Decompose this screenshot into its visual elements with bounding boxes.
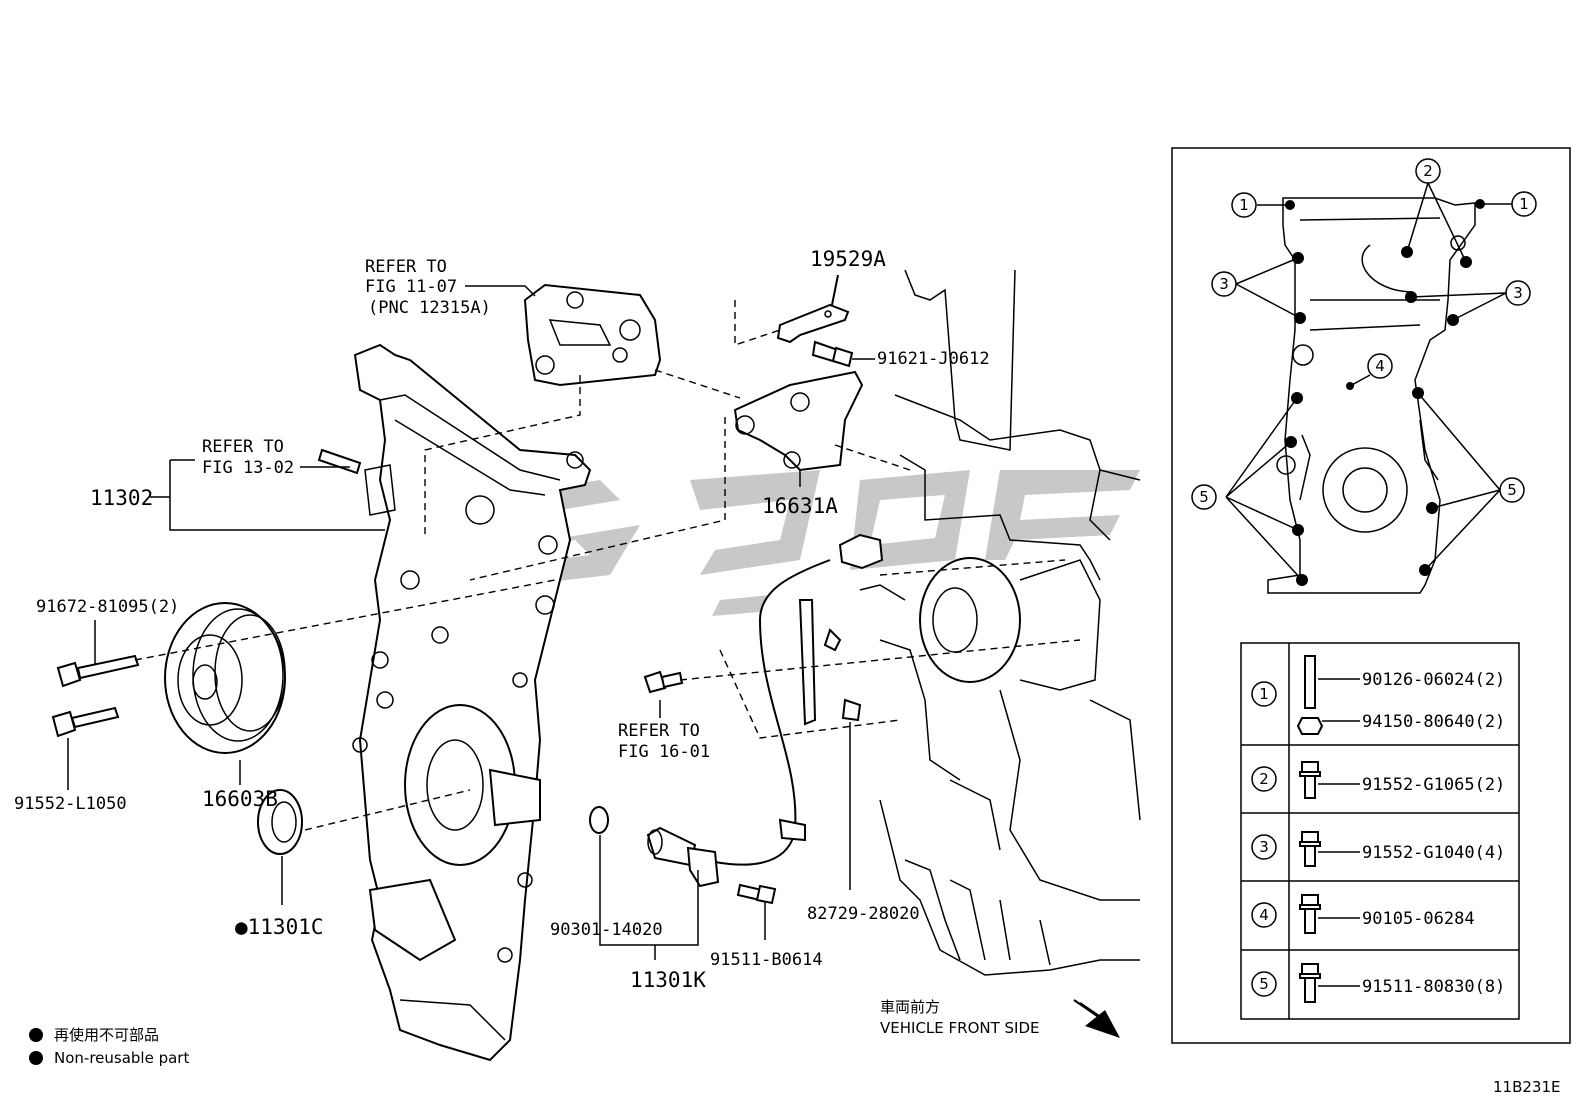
- front-side-jp: 車両前方: [880, 998, 940, 1016]
- front-side-en: VEHICLE FRONT SIDE: [880, 1019, 1040, 1037]
- label-11301K: 11301K: [630, 968, 706, 992]
- inset-callout-2: 2: [1415, 158, 1441, 184]
- svg-text:1: 1: [1259, 685, 1269, 703]
- bolt-table-row-2: 2 91552-G1065(2): [1251, 761, 1505, 799]
- non-reusable-bullet-icon: [29, 1028, 43, 1042]
- label-16603B: 16603B: [202, 787, 278, 811]
- stud-bolt-drawing: [317, 448, 362, 475]
- crank-sensor-drawing: [646, 533, 884, 888]
- inset-callout-3-left: 3: [1211, 271, 1237, 297]
- svg-text:2: 2: [1423, 162, 1433, 180]
- non-reusable-bullet-icon: [29, 1051, 43, 1065]
- label-16631A: 16631A: [762, 494, 838, 518]
- o-ring-drawing: [589, 806, 609, 834]
- stud-bolt-icon: [1304, 655, 1316, 709]
- label-11301C: ●11301C: [235, 915, 324, 939]
- flange-bolt-icon: [1299, 963, 1321, 1003]
- svg-text:2: 2: [1259, 770, 1269, 788]
- bolt-fig-16-01-drawing: [643, 670, 684, 694]
- label-11302: 11302: [90, 486, 153, 510]
- svg-text:3: 3: [1219, 275, 1229, 293]
- label-82729-28020: 82729-28020: [807, 904, 920, 924]
- refer-fig-11-07-line3: (PNC 12315A): [368, 298, 491, 318]
- svg-text:1: 1: [1519, 195, 1529, 213]
- legend-en: Non-reusable part: [54, 1049, 189, 1067]
- inset-callout-1-right: 1: [1511, 191, 1537, 217]
- label-91511-B0614: 91511-B0614: [710, 950, 823, 970]
- svg-text:4: 4: [1259, 906, 1269, 924]
- bolt-table-row-5: 5 91511-80830(8): [1251, 963, 1505, 1003]
- svg-text:3: 3: [1513, 284, 1523, 302]
- svg-text:1: 1: [1239, 196, 1249, 214]
- svg-text:5: 5: [1199, 488, 1209, 506]
- label-90301-14020: 90301-14020: [550, 920, 663, 940]
- nut-icon: [1296, 717, 1324, 735]
- inset-bolt-points: [1285, 199, 1485, 586]
- svg-text:91552-G1040(4): 91552-G1040(4): [1362, 843, 1505, 863]
- bolt-91552-L1050-drawing: [51, 706, 120, 738]
- legend: 再使用不可部品 Non-reusable part 11B231E: [29, 1026, 1561, 1096]
- bracket-19529A-drawing: [776, 274, 850, 344]
- inset-callout-1-left: 1: [1231, 192, 1257, 218]
- label-91552-L1050: 91552-L1050: [14, 794, 127, 814]
- inset-panel: 1 1 2 3 3 4 5 5: [1171, 147, 1571, 1044]
- svg-text:90126-06024(2): 90126-06024(2): [1362, 670, 1505, 690]
- bolt-table-row-1: 1 90126-06024(2) 94150-80640(2): [1251, 655, 1505, 735]
- svg-text:90105-06284: 90105-06284: [1362, 909, 1475, 929]
- bolt-91621-J0612-drawing: [811, 340, 875, 368]
- refer-fig-16-01-line1: REFER TO: [618, 721, 700, 741]
- figure-code: 11B231E: [1493, 1078, 1561, 1096]
- label-91621-J0612: 91621-J0612: [877, 349, 990, 369]
- refer-fig-13-02-line2: FIG 13-02: [202, 458, 294, 478]
- bolt-table-row-4: 4 90105-06284: [1251, 894, 1475, 934]
- legend-jp: 再使用不可部品: [54, 1026, 159, 1044]
- crank-pulley-drawing: [164, 602, 286, 754]
- assembly-guide-lines: [134, 300, 1081, 831]
- label-91672-81095: 91672-81095(2): [36, 597, 179, 617]
- inset-callout-5-left: 5: [1191, 484, 1217, 510]
- svg-text:4: 4: [1375, 357, 1385, 375]
- timing-chain-cover-drawing: [352, 343, 592, 1062]
- refer-fig-11-07-line2: FIG 11-07: [365, 277, 457, 297]
- bolt-table-row-3: 3 91552-G1040(4): [1251, 831, 1505, 867]
- part-labels: REFER TO FIG 11-07 (PNC 12315A) 19529A 9…: [14, 247, 1040, 1037]
- inset-callout-4: 4: [1367, 353, 1393, 379]
- refer-fig-13-02-line1: REFER TO: [202, 437, 284, 457]
- svg-text:5: 5: [1507, 481, 1517, 499]
- svg-text:3: 3: [1259, 838, 1269, 856]
- svg-text:94150-80640(2): 94150-80640(2): [1362, 712, 1505, 732]
- bolt-91672-81095-drawing: [56, 654, 140, 688]
- bolt-table: 1 90126-06024(2) 94150-80640(2) 2: [1240, 642, 1520, 1020]
- flange-bolt-icon: [1299, 894, 1321, 934]
- svg-text:91511-80830(8): 91511-80830(8): [1362, 977, 1505, 997]
- bracket-16631A-drawing: [733, 370, 864, 472]
- flange-bolt-icon: [1299, 761, 1321, 799]
- engine-mount-bracket-drawing: [523, 283, 662, 387]
- inset-callout-5-right: 5: [1499, 477, 1525, 503]
- engine-block-drawing: [859, 269, 1141, 976]
- inset-callout-3-right: 3: [1505, 280, 1531, 306]
- label-19529A: 19529A: [810, 247, 886, 271]
- svg-text:5: 5: [1259, 975, 1269, 993]
- refer-fig-11-07-line1: REFER TO: [365, 257, 447, 277]
- flange-bolt-icon: [1299, 831, 1321, 867]
- refer-fig-16-01-line2: FIG 16-01: [618, 742, 710, 762]
- bolt-91511-B0614-drawing: [736, 883, 777, 905]
- oil-seal-drawing: [257, 789, 303, 855]
- front-direction-arrow-icon: [1085, 1010, 1120, 1038]
- leader-lines: [67, 285, 1120, 1038]
- svg-text:91552-G1065(2): 91552-G1065(2): [1362, 775, 1505, 795]
